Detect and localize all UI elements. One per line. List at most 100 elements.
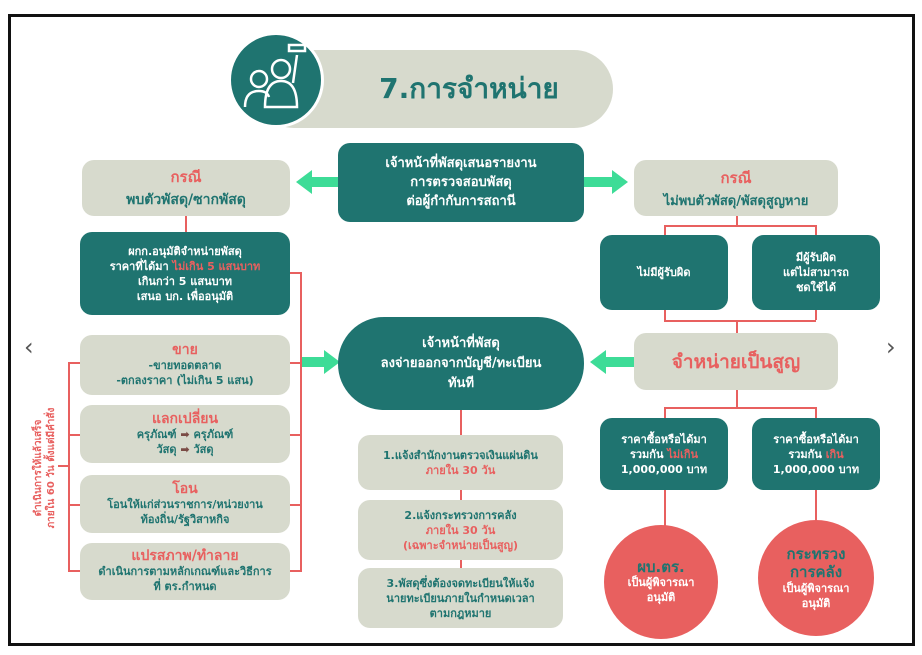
method-transfer: โอน โอนให้แก่ส่วนราชการ/หน่วยงาน ท้องถิ่…: [80, 475, 290, 533]
connector: [664, 225, 816, 227]
approval-line: เกินกว่า 5 แสนบาท: [138, 274, 232, 288]
pill-line: ลงจ่ายออกจากบัญชี/ทะเบียน: [380, 355, 542, 371]
connector: [290, 272, 302, 274]
connector: [736, 216, 738, 226]
price-line: รวมกัน: [788, 447, 826, 461]
report-line: ต่อผู้กำกับการสถานี: [406, 194, 516, 209]
connector: [290, 362, 302, 364]
connector: [290, 570, 302, 572]
method-exchange: แลกเปลี่ยน ครุภัณฑ์ ➡ ครุภัณฑ์ วัสดุ ➡ ว…: [80, 405, 290, 463]
approver-circle-high: กระทรวง การคลัง เป็นผู้พิจารณา อนุมัติ: [758, 520, 874, 636]
method-destroy: แปรสภาพ/ทำลาย ดำเนินการตามหลักเกณฑ์และวิ…: [80, 543, 290, 600]
connector: [300, 272, 302, 572]
connector: [460, 410, 462, 570]
case-label: กรณี: [720, 168, 752, 187]
approval-line: ผกก.อนุมัติจำหน่ายพัสดุ: [128, 244, 242, 258]
method-line: ที่ ตร.กำหนด: [153, 580, 217, 593]
arrow-right-icon: ➡: [180, 427, 190, 441]
method-line: โอนให้แก่ส่วนราชการ/หน่วยงาน: [107, 497, 263, 511]
connector: [815, 407, 817, 418]
approval-line: ราคาที่ได้มา: [109, 259, 173, 273]
connector: [68, 362, 70, 572]
step-2: 2.แจ้งกระทรวงการคลัง ภายใน 30 วัน (เฉพาะ…: [358, 500, 563, 560]
case-text: พบตัวพัสดุ/ซากพัสดุ: [126, 192, 246, 208]
method-line: ครุภัณฑ์: [193, 427, 234, 441]
arrow-right-icon: ➡: [180, 442, 190, 456]
step-line: 2.แจ้งกระทรวงการคลัง: [404, 508, 517, 522]
approver-name: ผบ.ตร.: [637, 557, 685, 576]
connector: [815, 225, 817, 235]
price-line: ราคาซื้อหรือได้มา: [621, 432, 707, 446]
liable-line: มีผู้รับผิด: [795, 251, 837, 264]
connector: [664, 407, 816, 409]
deadline-note: ดำเนินการให้แล้วเสร็จ ภายใน 60 วัน ตั้งแ…: [32, 373, 58, 563]
connector: [664, 225, 666, 235]
method-sell: ขาย -ขายทอดตลาด -ตกลงราคา (ไม่เกิน 5 แสน…: [80, 335, 290, 395]
approval-box: ผกก.อนุมัติจำหน่ายพัสดุ ราคาที่ได้มา ไม่…: [80, 232, 290, 315]
approver-circle-low: ผบ.ตร. เป็นผู้พิจารณา อนุมัติ: [604, 525, 718, 639]
report-box: เจ้าหน้าที่พัสดุเสนอรายงาน การตรวจสอบพัส…: [338, 143, 584, 222]
next-slide-button[interactable]: ›: [886, 333, 896, 361]
arrow-left-icon: [590, 350, 634, 374]
prev-slide-button[interactable]: ‹: [24, 333, 34, 361]
pill-line: ทันที: [447, 375, 475, 391]
deadline-line: ภายใน 60 วัน ตั้งแต่มีคำสั่ง: [46, 407, 57, 529]
report-line: เจ้าหน้าที่พัสดุเสนอรายงาน: [385, 156, 537, 171]
step-line: 3.พัสดุซึ่งต้องจดทะเบียนให้แจ้ง: [386, 576, 535, 590]
connector: [290, 434, 302, 436]
approval-line: เสนอ บก. เพื่ออนุมัติ: [136, 289, 234, 303]
write-off-box: จำหน่ายเป็นสูญ: [634, 333, 838, 390]
no-liable-box: ไม่มีผู้รับผิด: [600, 235, 728, 310]
method-line: ดำเนินการตามหลักเกณฑ์และวิธีการ: [98, 565, 272, 578]
step-deadline: ภายใน 30 วัน: [425, 463, 496, 477]
method-line: วัสดุ: [156, 442, 177, 456]
method-line: ท้องถิ่น/รัฐวิสาหกิจ: [140, 512, 230, 526]
connector: [185, 216, 187, 232]
connector: [68, 504, 80, 506]
price-amount: 1,000,000 บาท: [772, 462, 860, 476]
no-liable-text: ไม่มีผู้รับผิด: [637, 266, 691, 279]
method-line: วัสดุ: [193, 442, 214, 456]
price-high-box: ราคาซื้อหรือได้มา รวมกัน เกิน 1,000,000 …: [752, 418, 880, 490]
step-3: 3.พัสดุซึ่งต้องจดทะเบียนให้แจ้ง นายทะเบี…: [358, 568, 563, 628]
connector: [815, 310, 817, 320]
step-line: 1.แจ้งสำนักงานตรวจเงินแผ่นดิน: [383, 448, 538, 462]
report-line: การตรวจสอบพัสดุ: [410, 175, 512, 190]
write-off-record-pill: เจ้าหน้าที่พัสดุ ลงจ่ายออกจากบัญชี/ทะเบี…: [338, 317, 584, 410]
connector: [664, 310, 666, 320]
method-line: -ตกลงราคา (ไม่เกิน 5 แสน): [116, 373, 254, 387]
connector: [58, 465, 68, 467]
method-title: แลกเปลี่ยน: [151, 410, 219, 427]
approval-limit: ไม่เกิน 5 แสนบาท: [172, 259, 261, 273]
price-low-box: ราคาซื้อหรือได้มา รวมกัน ไม่เกิน 1,000,0…: [600, 418, 728, 490]
connector: [664, 320, 816, 322]
connector: [68, 570, 80, 572]
price-line: รวมกัน: [629, 447, 668, 461]
connector: [664, 407, 666, 418]
method-line: ครุภัณฑ์: [136, 427, 177, 441]
approver-name: กระทรวง: [786, 545, 846, 563]
connector: [290, 504, 302, 506]
deadline-line: ดำเนินการให้แล้วเสร็จ: [33, 419, 44, 517]
connector: [736, 390, 738, 408]
step-note: (เฉพาะจำหน่ายเป็นสูญ): [402, 538, 518, 552]
connector: [664, 490, 666, 526]
connector: [815, 490, 817, 522]
arrow-left-icon: [296, 170, 340, 194]
step-1: 1.แจ้งสำนักงานตรวจเงินแผ่นดิน ภายใน 30 ว…: [358, 435, 563, 490]
arrow-right-icon: [584, 170, 628, 194]
liable-box: มีผู้รับผิด แต่ไม่สามารถ ชดใช้ได้: [752, 235, 880, 310]
title-circle: [228, 32, 324, 128]
connector: [68, 434, 80, 436]
write-off-text: จำหน่ายเป็นสูญ: [671, 350, 801, 373]
price-limit: เกิน: [825, 447, 844, 461]
approver-name: การคลัง: [789, 563, 843, 581]
price-line: ราคาซื้อหรือได้มา: [773, 432, 859, 446]
approver-line: เป็นผู้พิจารณา: [627, 575, 695, 589]
price-amount: 1,000,000 บาท: [620, 462, 708, 476]
method-title: แปรสภาพ/ทำลาย: [131, 548, 239, 564]
approver-line: อนุมัติ: [646, 590, 676, 604]
method-title: โอน: [172, 480, 198, 497]
price-limit: ไม่เกิน: [667, 447, 699, 461]
